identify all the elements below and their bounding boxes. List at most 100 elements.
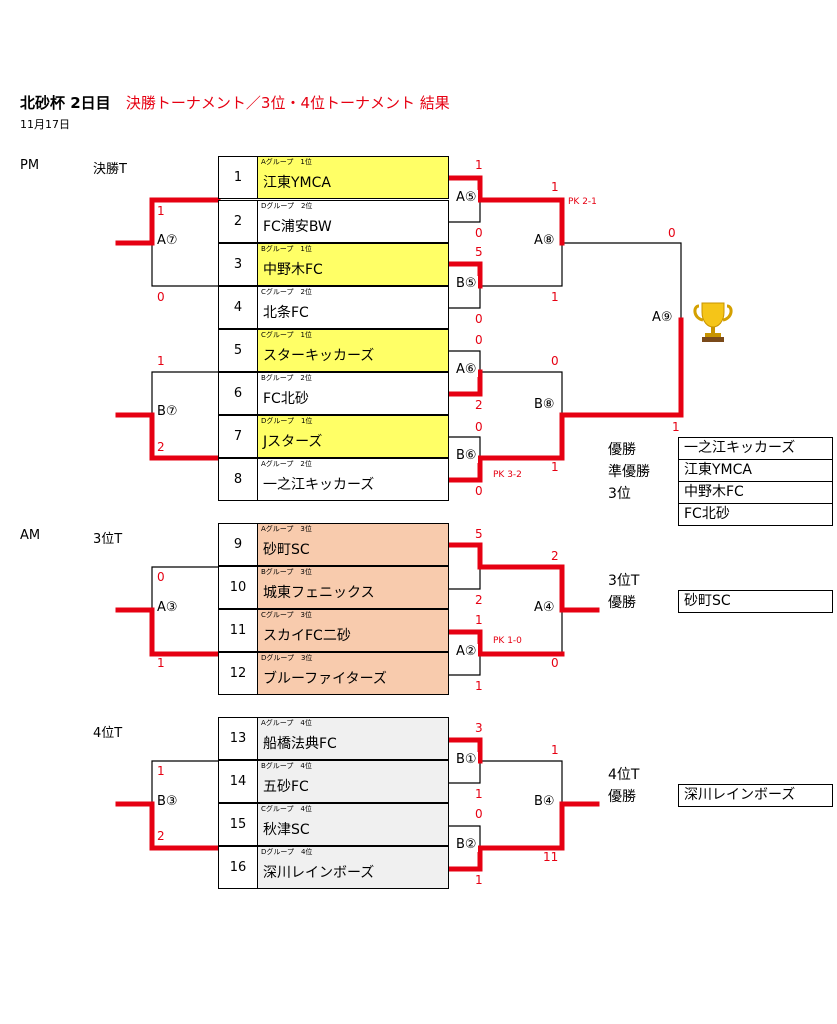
score-t10: 2 bbox=[475, 593, 483, 607]
am-label: AM bbox=[20, 528, 41, 543]
team-number: 10 bbox=[218, 566, 258, 609]
final-t-label: 決勝T bbox=[93, 162, 127, 177]
win-b8 bbox=[477, 412, 565, 461]
team-name: スターキッカーズ bbox=[263, 348, 375, 364]
match-a9: A⑨ bbox=[651, 310, 674, 325]
team-group: Dグループ 4位 bbox=[261, 848, 313, 856]
team-number: 13 bbox=[218, 717, 258, 760]
win-b7 bbox=[115, 412, 221, 461]
match-b8: B⑧ bbox=[533, 397, 556, 412]
team-name: FC浦安BW bbox=[263, 219, 332, 235]
line-b8 bbox=[479, 371, 563, 459]
team-cell: Dグループ 3位ブルーファイターズ bbox=[257, 652, 449, 695]
team-cell: Bグループ 3位城東フェニックス bbox=[257, 566, 449, 609]
score-a9-top: 0 bbox=[668, 226, 676, 240]
team-cell: Cグループ 4位秋津SC bbox=[257, 803, 449, 846]
win-a3 bbox=[115, 607, 221, 657]
score-t1: 1 bbox=[475, 158, 483, 172]
team-number: 7 bbox=[218, 415, 258, 458]
result-runner: 江東YMCA bbox=[678, 459, 833, 482]
score-a8-top: 1 bbox=[551, 180, 559, 194]
team-number: 4 bbox=[218, 286, 258, 329]
third-t-winner: 砂町SC bbox=[678, 590, 833, 613]
win-a7 bbox=[115, 197, 221, 246]
team-number: 8 bbox=[218, 458, 258, 501]
team-name: Jスターズ bbox=[263, 434, 323, 450]
score-a3-top: 0 bbox=[157, 570, 165, 584]
score-t15: 0 bbox=[475, 807, 483, 821]
team-group: Aグループ 3位 bbox=[261, 525, 312, 533]
team-group: Aグループ 1位 bbox=[261, 158, 312, 166]
third-t-result-title: 3位T bbox=[608, 573, 640, 589]
team-number: 16 bbox=[218, 846, 258, 889]
team-group: Dグループ 3位 bbox=[261, 654, 313, 662]
team-number: 12 bbox=[218, 652, 258, 695]
score-t13: 3 bbox=[475, 721, 483, 735]
team-cell: Aグループ 3位砂町SC bbox=[257, 523, 449, 566]
team-name: 深川レインボーズ bbox=[263, 865, 375, 881]
score-b7-top: 1 bbox=[157, 354, 165, 368]
date-label: 11月17日 bbox=[20, 118, 70, 131]
pk-b6: PK 3-2 bbox=[493, 470, 522, 480]
score-b7-bot: 2 bbox=[157, 440, 165, 454]
score-b3-bot: 2 bbox=[157, 829, 165, 843]
match-b7: B⑦ bbox=[156, 404, 179, 419]
team-number: 1 bbox=[218, 156, 258, 199]
team-number: 3 bbox=[218, 243, 258, 286]
team-name: 江東YMCA bbox=[263, 175, 331, 191]
team-group: Aグループ 2位 bbox=[261, 460, 312, 468]
win-t16 bbox=[407, 801, 600, 872]
result-third-1: 中野木FC bbox=[678, 481, 833, 504]
match-a8: A⑧ bbox=[533, 233, 556, 248]
win-b3 bbox=[115, 801, 221, 851]
page-title: 北砂杯 2日目 決勝トーナメント／3位・4位トーナメント 結果 bbox=[20, 92, 450, 113]
score-t14: 1 bbox=[475, 787, 483, 801]
match-b3: B③ bbox=[156, 794, 179, 809]
fourth-t-result-title: 4位T bbox=[608, 767, 640, 783]
score-t9: 5 bbox=[475, 527, 483, 541]
result-runner-label: 準優勝 bbox=[608, 464, 650, 480]
team-name: 中野木FC bbox=[263, 262, 323, 278]
team-name: 一之江キッカーズ bbox=[263, 477, 375, 493]
fourth-t-winner-label: 優勝 bbox=[608, 789, 636, 805]
team-number: 14 bbox=[218, 760, 258, 803]
team-cell: Dグループ 4位深川レインボーズ bbox=[257, 846, 449, 889]
team-name: 城東フェニックス bbox=[263, 585, 375, 601]
team-name: 北条FC bbox=[263, 305, 309, 321]
team-group: Cグループ 4位 bbox=[261, 805, 312, 813]
match-b1: B① bbox=[455, 752, 478, 767]
team-cell: Aグループ 2位一之江キッカーズ bbox=[257, 458, 449, 501]
team-group: Cグループ 2位 bbox=[261, 288, 312, 296]
score-b4-top: 1 bbox=[551, 743, 559, 757]
score-t16: 1 bbox=[475, 873, 483, 887]
team-name: スカイFC二砂 bbox=[263, 628, 351, 644]
team-cell: Aグループ 4位船橋法典FC bbox=[257, 717, 449, 760]
score-t12: 1 bbox=[475, 679, 483, 693]
match-b6: B⑥ bbox=[455, 448, 478, 463]
team-number: 6 bbox=[218, 372, 258, 415]
team-cell: Cグループ 3位スカイFC二砂 bbox=[257, 609, 449, 652]
score-b3-top: 1 bbox=[157, 764, 165, 778]
result-winner: 一之江キッカーズ bbox=[678, 437, 833, 460]
fourth-t-winner: 深川レインボーズ bbox=[678, 784, 833, 807]
trophy-icon bbox=[693, 302, 733, 342]
team-cell: Cグループ 2位北条FC bbox=[257, 286, 449, 329]
score-t2: 0 bbox=[475, 226, 483, 240]
team-cell: Bグループ 4位五砂FC bbox=[257, 760, 449, 803]
score-b4-bot: 11 bbox=[543, 850, 559, 864]
team-number: 9 bbox=[218, 523, 258, 566]
team-name: ブルーファイターズ bbox=[263, 671, 387, 687]
result-third-label: 3位 bbox=[608, 486, 631, 502]
score-t8: 0 bbox=[475, 484, 483, 498]
score-b8-top: 0 bbox=[551, 354, 559, 368]
team-name: FC北砂 bbox=[263, 391, 309, 407]
team-number: 11 bbox=[218, 609, 258, 652]
match-a3: A③ bbox=[156, 600, 179, 615]
win-t9 bbox=[407, 542, 600, 613]
score-t4: 0 bbox=[475, 312, 483, 326]
score-t7: 0 bbox=[475, 420, 483, 434]
win-a8 bbox=[477, 197, 565, 246]
